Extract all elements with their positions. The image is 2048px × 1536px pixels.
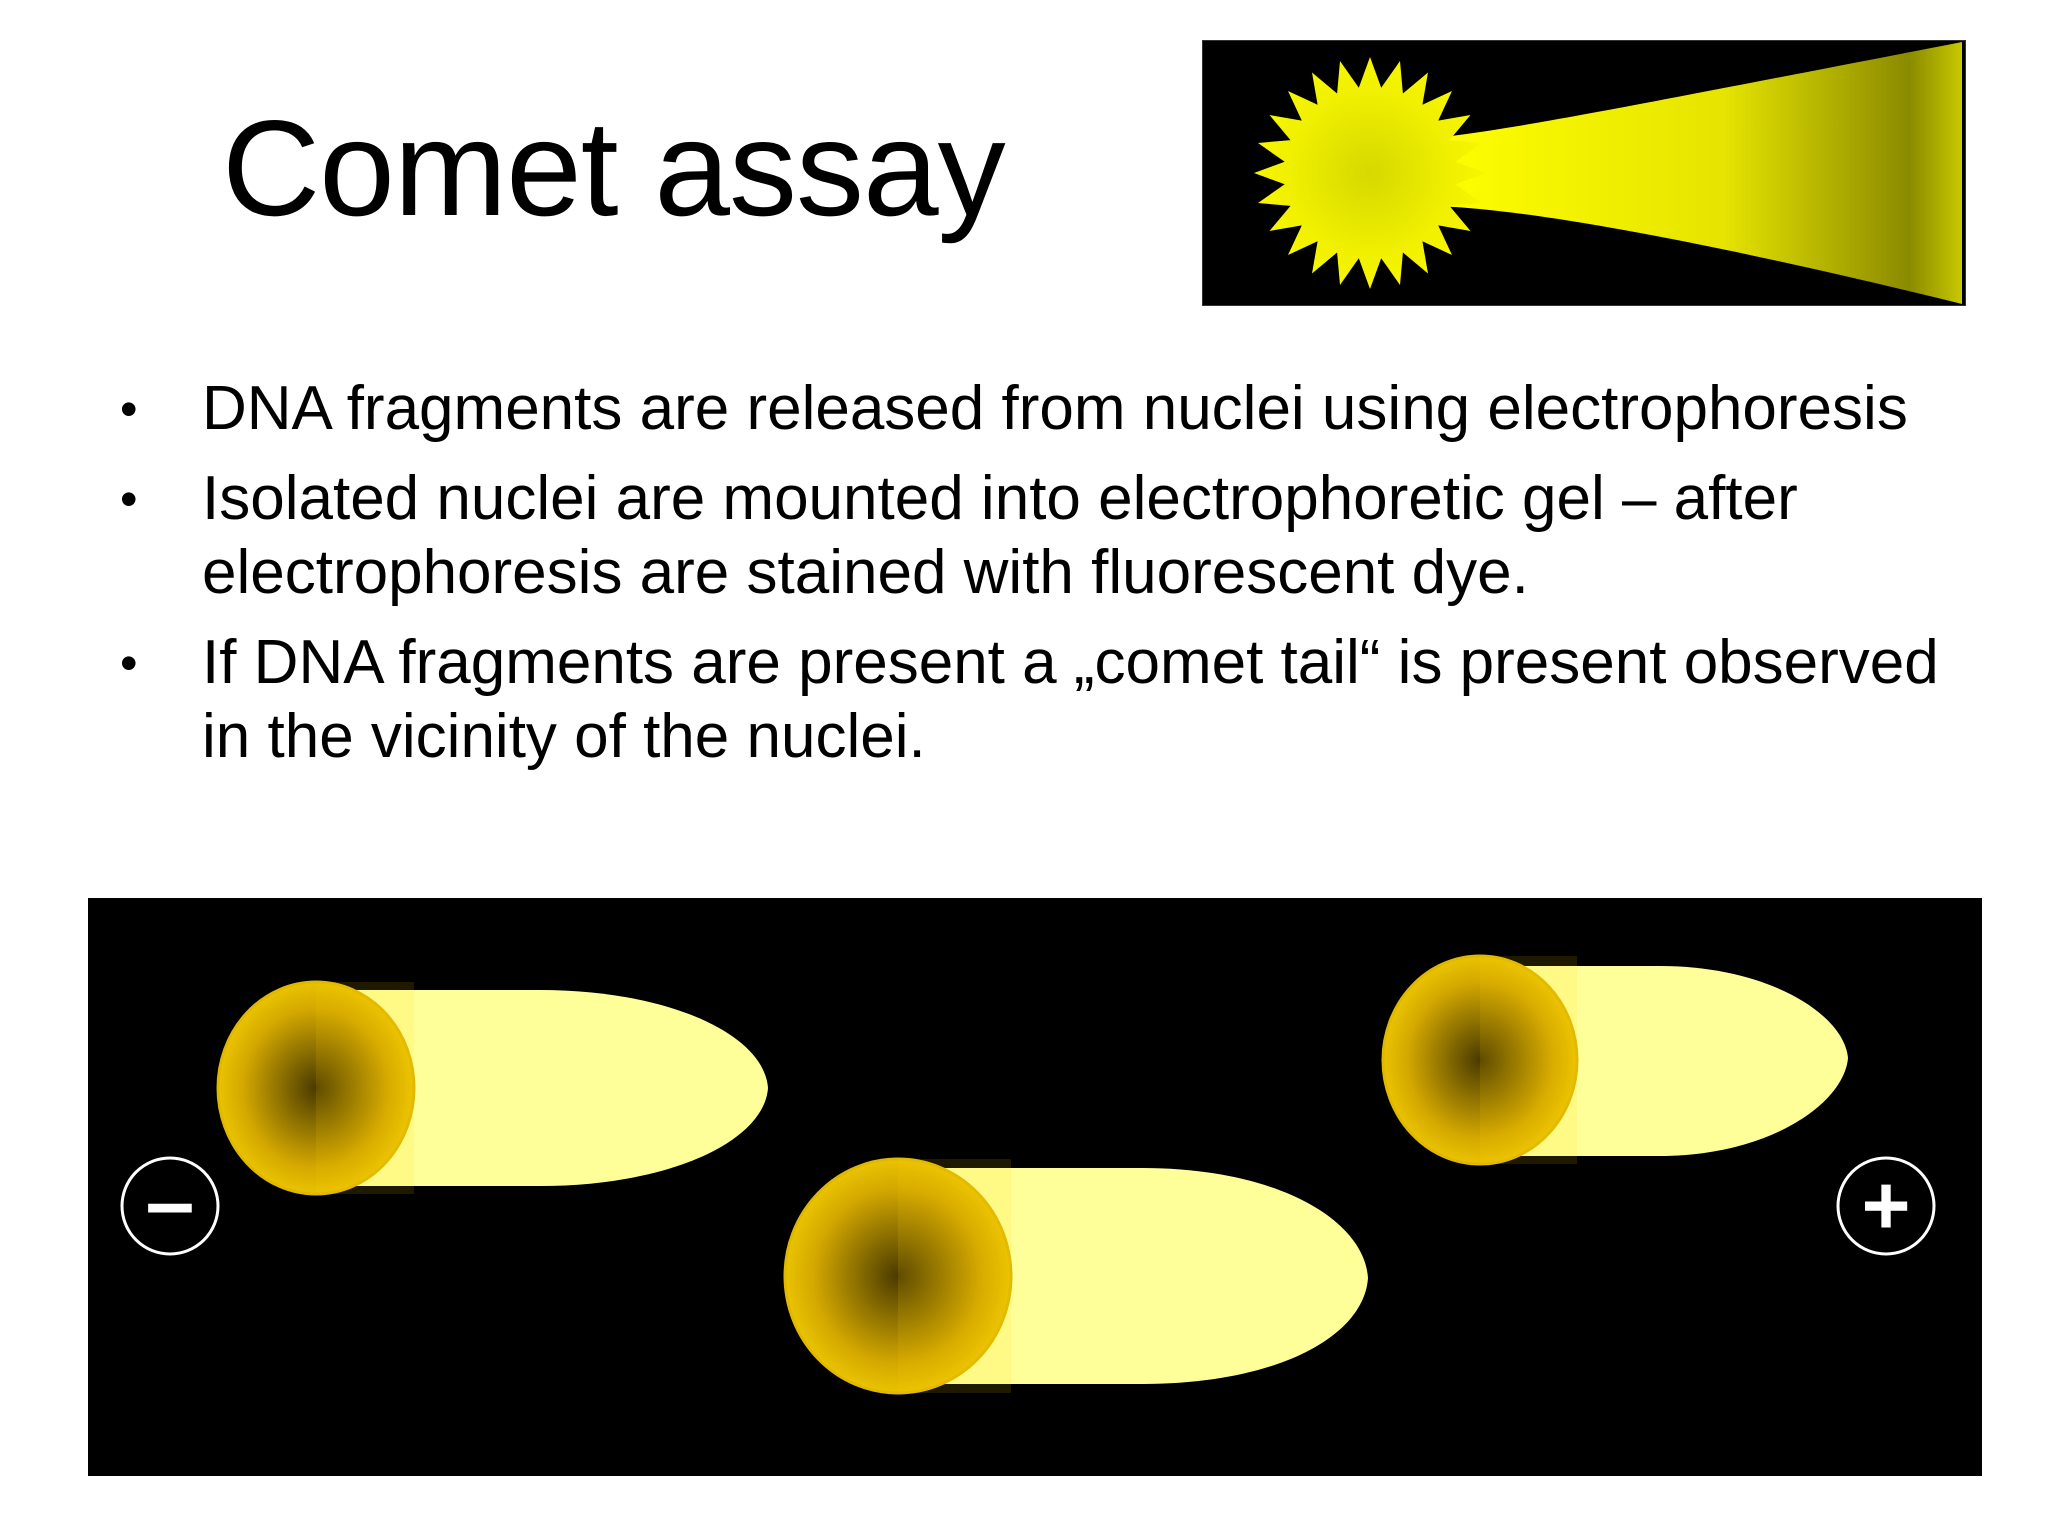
plus-icon: + — [1861, 1158, 1910, 1252]
nucleus-shade — [898, 1159, 1011, 1393]
bullet-item: • If DNA fragments are present a „comet … — [120, 626, 1950, 774]
comet-nucleus — [216, 980, 416, 1196]
comet-cell-2 — [783, 1157, 1368, 1395]
negative-electrode-circle — [120, 1156, 220, 1256]
bullet-item: • Isolated nuclei are mounted into elect… — [120, 462, 1950, 610]
nucleus-shade — [316, 982, 414, 1194]
comet-illustration-head — [1254, 57, 1486, 289]
nucleus-shade — [1480, 956, 1577, 1164]
comet-tail — [898, 1168, 1368, 1384]
bullet-text: Isolated nuclei are mounted into electro… — [202, 464, 1798, 607]
comet-tail — [316, 990, 768, 1186]
comet-nucleus — [1381, 954, 1579, 1166]
positive-electrode: + — [1836, 1156, 1936, 1256]
bullet-item: • DNA fragments are released from nuclei… — [120, 372, 1950, 446]
gel-panel: – + — [88, 898, 1982, 1476]
comet-tail — [1480, 966, 1848, 1156]
comet-illustration-tail — [1432, 42, 1962, 304]
bullet-text: DNA fragments are released from nuclei u… — [202, 374, 1908, 443]
positive-electrode-circle — [1836, 1156, 1936, 1256]
comet-cell-1 — [216, 980, 768, 1196]
comet-nucleus — [783, 1157, 1013, 1395]
bullet-list: • DNA fragments are released from nuclei… — [120, 372, 1950, 790]
minus-icon: – — [146, 1152, 195, 1251]
bullet-marker: • — [120, 471, 138, 527]
slide-title: Comet assay — [222, 92, 1006, 244]
bullet-marker: • — [120, 381, 138, 437]
bullet-text: If DNA fragments are present a „comet ta… — [202, 628, 1939, 771]
negative-electrode: – — [120, 1152, 220, 1256]
bullet-marker: • — [120, 635, 138, 691]
comet-cell-3 — [1381, 954, 1848, 1166]
comet-illustration — [1202, 40, 1966, 306]
